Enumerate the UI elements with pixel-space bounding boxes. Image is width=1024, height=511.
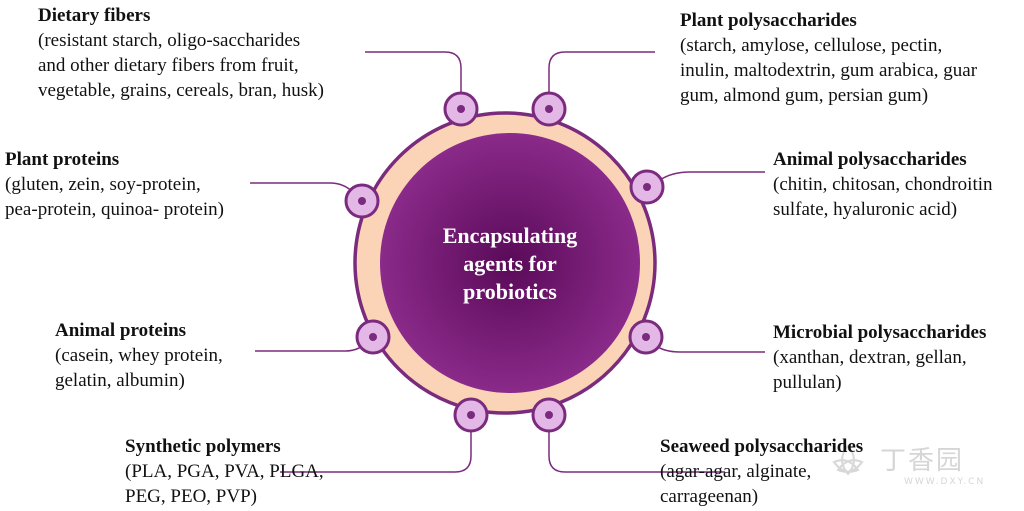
category-title: Microbial polysaccharides: [773, 322, 987, 343]
connector-dietary-fibers: [365, 51, 462, 92]
category-detail: (starch, amylose, cellulose, pectin, inu…: [680, 35, 978, 106]
label-plant-polysaccharides: Plant polysaccharides (starch, amylose, …: [680, 8, 977, 108]
node-dietary-fibers: [443, 91, 479, 127]
category-detail: (PLA, PGA, PVA, PLGA, PEG, PEO, PVP): [125, 461, 324, 507]
node-seaweed-polysaccharides: [531, 397, 567, 433]
node-plant-proteins: [344, 183, 380, 219]
category-title: Seaweed polysaccharides: [660, 436, 864, 457]
connector-synthetic-polymers: [280, 432, 472, 473]
category-title: Animal polysaccharides: [773, 149, 967, 170]
connector-plant-proteins: [250, 182, 355, 194]
node-microbial-polysaccharides: [628, 319, 664, 355]
watermark-text: 丁香园: [880, 446, 965, 476]
label-seaweed-polysaccharides: Seaweed polysaccharides (agar-agar, algi…: [660, 434, 863, 509]
label-animal-polysaccharides: Animal polysaccharides (chitin, chitosan…: [773, 147, 993, 222]
center-label: Encapsulating agents for probiotics: [442, 223, 578, 304]
category-detail: (gluten, zein, soy-protein, pea-protein,…: [5, 174, 224, 220]
connector-microbial-polysaccharides: [654, 344, 765, 353]
category-title: Plant proteins: [5, 149, 120, 170]
label-microbial-polysaccharides: Microbial polysaccharides (xanthan, dext…: [773, 320, 986, 395]
category-title: Plant polysaccharides: [680, 10, 857, 31]
connector-seaweed-polysaccharides: [548, 432, 725, 473]
connectors: [250, 51, 765, 473]
node-synthetic-polymers: [453, 397, 489, 433]
label-synthetic-polymers: Synthetic polymers (PLA, PGA, PVA, PLGA,…: [125, 434, 324, 509]
connector-animal-proteins: [255, 343, 366, 352]
connector-plant-polysaccharides: [548, 51, 655, 92]
capsule-core: [380, 133, 640, 393]
watermark: 丁香园 WWW.DXY.CN: [880, 440, 985, 487]
label-animal-proteins: Animal proteins (casein, whey protein, g…: [55, 318, 223, 393]
label-plant-proteins: Plant proteins (gluten, zein, soy-protei…: [5, 147, 224, 222]
category-detail: (resistant starch, oligo-saccharides and…: [38, 30, 324, 101]
category-title: Animal proteins: [55, 320, 187, 341]
label-dietary-fibers: Dietary fibers (resistant starch, oligo-…: [38, 3, 324, 103]
node-animal-polysaccharides: [629, 169, 665, 205]
category-title: Dietary fibers: [38, 5, 151, 26]
watermark-url: WWW.DXY.CN: [904, 477, 986, 487]
connector-animal-polysaccharides: [659, 171, 765, 181]
category-detail: (xanthan, dextran, gellan, pullulan): [773, 347, 967, 393]
watermark-flower-icon: [832, 444, 864, 476]
node-animal-proteins: [355, 319, 391, 355]
category-detail: (chitin, chitosan, chondroitin sulfate, …: [773, 174, 993, 220]
category-detail: (agar-agar, alginate, carrageenan): [660, 461, 812, 507]
category-title: Synthetic polymers: [125, 436, 281, 457]
category-detail: (casein, whey protein, gelatin, albumin): [55, 345, 223, 391]
node-plant-polysaccharides: [531, 91, 567, 127]
